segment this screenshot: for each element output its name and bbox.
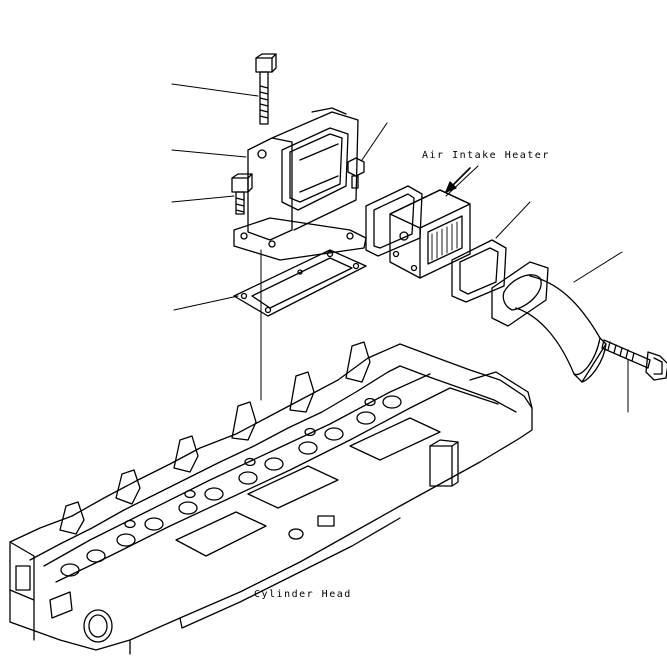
head-rail-lower (56, 388, 498, 582)
head-front-face (10, 408, 532, 650)
head-front-port (289, 529, 303, 539)
heater-bolt-2 (412, 266, 417, 271)
head-end-face (10, 542, 34, 640)
leader-gasket (174, 296, 238, 310)
heater-grille-lines (432, 222, 457, 260)
head-rear-ledge (470, 372, 532, 408)
intake-cover-body (248, 138, 292, 240)
heater-gasket-right (452, 240, 506, 302)
long-bolt-head (646, 352, 667, 380)
heater-gasket-left (366, 186, 422, 256)
heater-bolt-1 (394, 252, 399, 257)
small-bolt (348, 158, 364, 188)
gasket-hole-5 (298, 270, 302, 274)
head-top-outline (10, 344, 532, 542)
head-tower-1 (60, 502, 84, 534)
heater-gasket-left-inner (374, 194, 414, 248)
leader-small-bolt (362, 123, 387, 160)
top-bolt-head (256, 58, 272, 72)
long-bolt-shank (602, 340, 650, 368)
head-rail-upper (44, 374, 430, 566)
head-cover-plate-2 (248, 466, 338, 508)
intake-cover-hole-3 (347, 233, 353, 239)
leader-lines (172, 84, 628, 412)
intake-elbow (492, 262, 606, 382)
small-bolt-head (348, 158, 364, 176)
elbow-tube-top (530, 276, 600, 338)
head-tower-4 (232, 402, 256, 440)
leader-elbow (574, 252, 622, 282)
intake-cover-box (272, 112, 358, 230)
small-bolt-shank (352, 176, 358, 188)
leader-intake-cover (172, 150, 246, 157)
heater-gasket-right-inner (460, 248, 498, 294)
gasket-hole-2 (266, 308, 271, 313)
leader-heater-gasket (496, 202, 530, 238)
gasket-outer (234, 250, 366, 316)
intake-cover-hole-1 (241, 233, 247, 239)
intake-cover-port (282, 128, 348, 210)
elbow-outlet (574, 338, 606, 382)
gasket-inner (252, 258, 352, 308)
heater-front (390, 190, 470, 278)
intake-cover-hole-4 (258, 150, 266, 158)
heater-arrow-head (446, 182, 456, 192)
gasket-hole-4 (354, 264, 359, 269)
head-front-lug (318, 516, 334, 526)
cylinder-head (10, 342, 532, 654)
heater-grille (428, 216, 462, 264)
heater-gasket-right-outer (452, 240, 506, 302)
long-bolt-head-face (654, 358, 662, 374)
air-intake-heater (390, 168, 470, 278)
head-end-boss (16, 566, 30, 590)
head-side-boss-top (430, 440, 458, 486)
leader-heater (446, 166, 478, 196)
cylinder-head-label: Cylinder Head (254, 589, 352, 600)
heater-terminal (400, 232, 408, 240)
head-tower-5 (290, 372, 314, 412)
top-bolt (256, 54, 276, 124)
side-bolt-head (232, 178, 248, 192)
gasket-hole-1 (242, 294, 247, 299)
head-end-bore (84, 610, 112, 642)
long-bolt-thread (608, 342, 634, 361)
head-bottom-edge (130, 518, 400, 654)
head-cover-plate-3 (350, 418, 440, 460)
intake-cover-detail (300, 108, 346, 192)
head-cover-plate-1 (176, 512, 266, 556)
top-bolt-thread (260, 86, 268, 118)
intake-cover (234, 108, 366, 260)
elbow-outlet-rim (582, 344, 606, 382)
intake-cover-port-inner (290, 134, 342, 202)
head-tower-3 (174, 436, 198, 472)
elbow-tube-bottom (516, 308, 574, 374)
air-intake-heater-label: Air Intake Heater (422, 150, 550, 161)
leader-bolt-top (172, 84, 258, 96)
head-tower-6 (346, 342, 370, 382)
gasket-hole-3 (328, 252, 333, 257)
head-end-bore-inner (89, 615, 107, 637)
intake-cover-flange (234, 218, 366, 260)
top-bolt-head-top (256, 54, 276, 72)
leader-bolt-side (172, 196, 234, 202)
elbow-flange (492, 262, 548, 326)
head-tower-2 (116, 470, 140, 504)
side-bolt-shank (236, 192, 244, 214)
head-end-detail (50, 592, 72, 618)
head-valve-bosses (61, 396, 401, 576)
elbow-opening (503, 275, 541, 310)
intake-cover-hole-2 (269, 241, 275, 247)
head-top-rim (30, 366, 516, 560)
side-bolt (232, 174, 252, 214)
long-bolt (602, 340, 667, 380)
gasket (234, 250, 366, 316)
head-side-boss (430, 446, 452, 486)
heater-top (390, 190, 470, 228)
side-bolt-thread (236, 198, 244, 212)
side-bolt-head-top (232, 174, 252, 192)
